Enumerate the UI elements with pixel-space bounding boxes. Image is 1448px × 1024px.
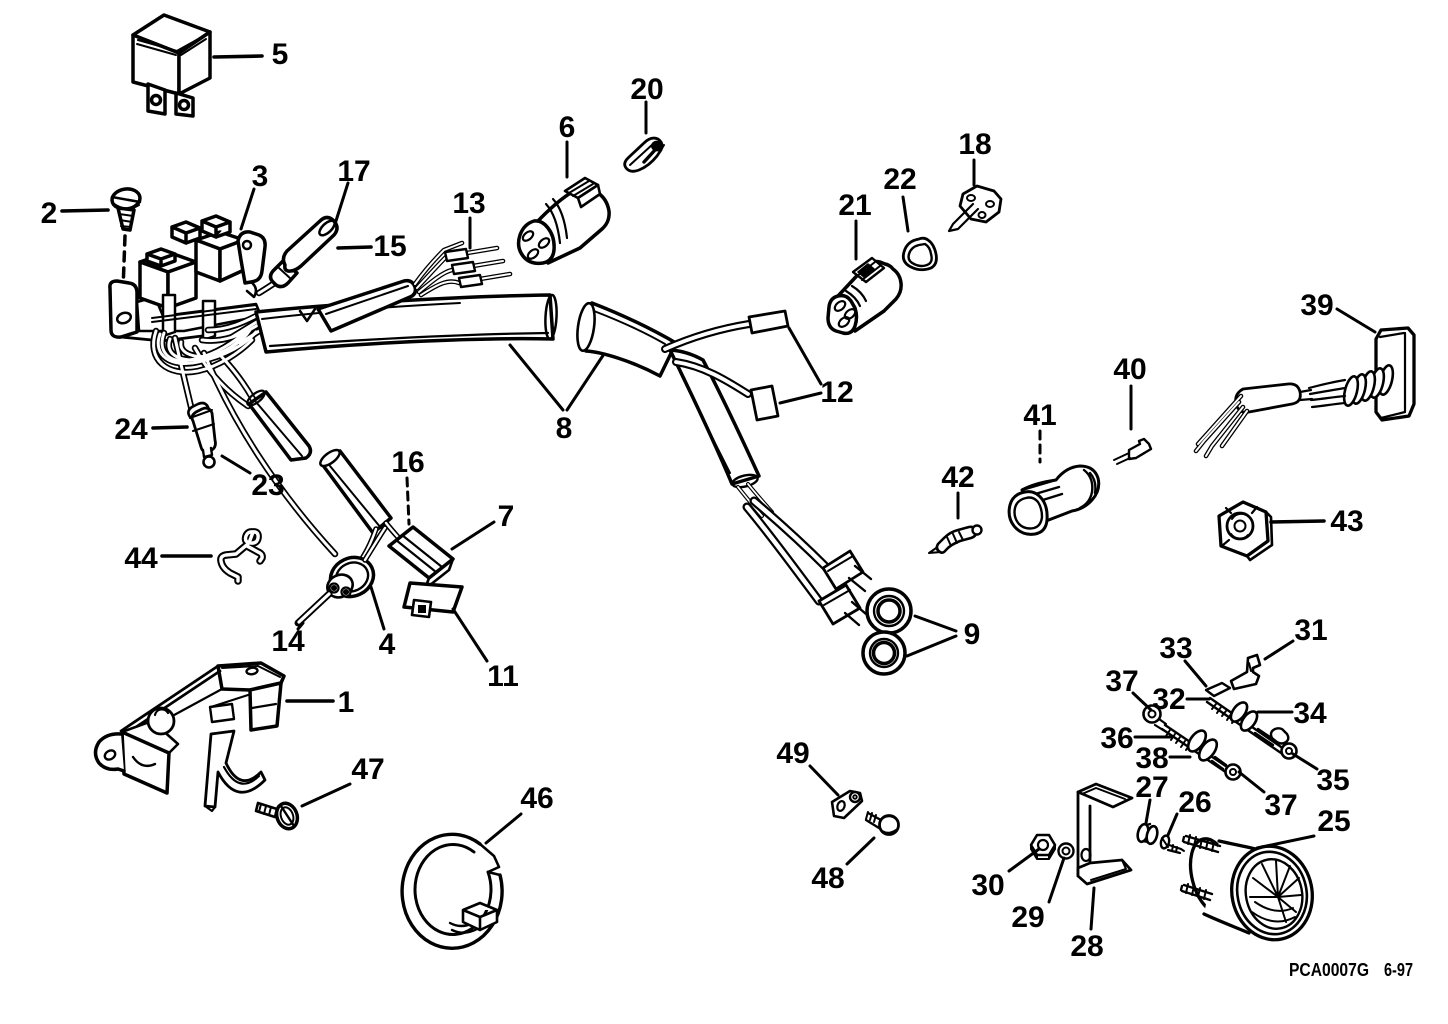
svg-text:41: 41 (1023, 399, 1056, 432)
svg-text:1: 1 (338, 686, 355, 719)
svg-text:39: 39 (1300, 289, 1333, 322)
svg-text:30: 30 (971, 869, 1004, 902)
svg-text:8: 8 (556, 412, 573, 445)
svg-text:48: 48 (811, 862, 844, 895)
svg-text:18: 18 (958, 128, 991, 161)
svg-text:38: 38 (1135, 742, 1168, 775)
svg-text:44: 44 (124, 542, 158, 575)
svg-text:21: 21 (838, 189, 871, 222)
svg-text:31: 31 (1294, 614, 1327, 647)
svg-text:42: 42 (941, 461, 974, 494)
svg-text:33: 33 (1159, 632, 1192, 665)
svg-text:16: 16 (391, 446, 424, 479)
svg-text:26: 26 (1178, 786, 1211, 819)
svg-text:PCA0007G: PCA0007G (1289, 959, 1369, 980)
svg-text:35: 35 (1316, 764, 1349, 797)
svg-text:40: 40 (1113, 353, 1146, 386)
svg-text:43: 43 (1330, 505, 1363, 538)
svg-text:23: 23 (251, 469, 284, 502)
svg-text:7: 7 (498, 500, 515, 533)
svg-text:24: 24 (114, 413, 148, 446)
svg-text:12: 12 (820, 376, 853, 409)
svg-text:11: 11 (487, 660, 519, 693)
svg-text:9: 9 (964, 618, 981, 651)
svg-text:34: 34 (1293, 697, 1327, 730)
svg-text:28: 28 (1070, 930, 1103, 963)
svg-text:6-97: 6-97 (1384, 959, 1413, 980)
svg-text:32: 32 (1152, 683, 1185, 716)
svg-text:2: 2 (41, 197, 58, 230)
svg-text:20: 20 (630, 73, 663, 106)
svg-text:37: 37 (1264, 789, 1297, 822)
svg-text:36: 36 (1100, 722, 1133, 755)
svg-text:47: 47 (351, 753, 384, 786)
svg-text:14: 14 (271, 625, 305, 658)
svg-text:4: 4 (379, 628, 396, 661)
svg-text:49: 49 (776, 737, 809, 770)
svg-text:22: 22 (883, 163, 916, 196)
svg-text:17: 17 (337, 155, 370, 188)
svg-text:25: 25 (1317, 805, 1350, 838)
svg-text:5: 5 (272, 38, 289, 71)
svg-text:46: 46 (520, 782, 553, 815)
svg-text:3: 3 (252, 160, 269, 193)
svg-text:13: 13 (452, 187, 485, 220)
svg-text:15: 15 (373, 230, 406, 263)
svg-text:6: 6 (559, 111, 576, 144)
svg-text:29: 29 (1011, 901, 1044, 934)
svg-text:27: 27 (1135, 771, 1168, 804)
